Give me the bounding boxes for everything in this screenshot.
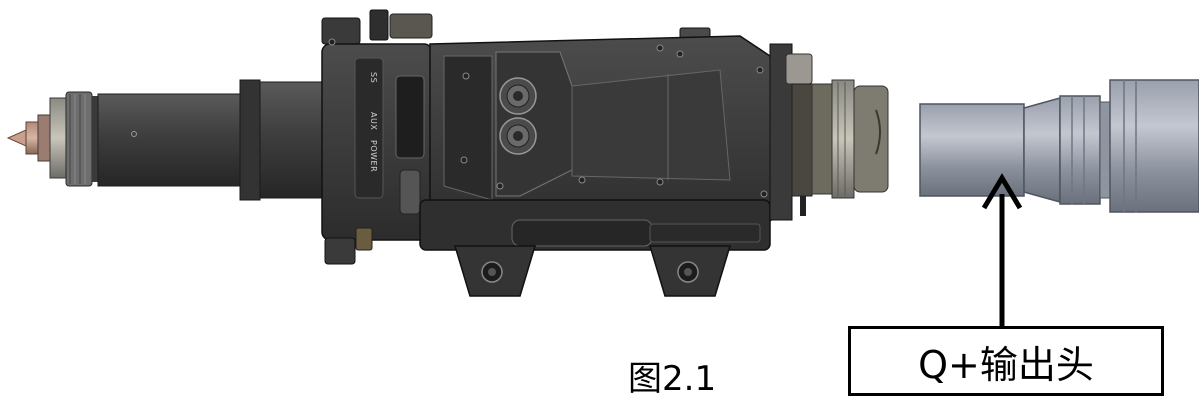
nozzle-tip: [6, 114, 51, 162]
callout-arrow: [981, 173, 1023, 328]
screws: [328, 38, 768, 248]
device-label-ss: SS: [369, 72, 378, 84]
q-plus-output-head: [919, 79, 1199, 213]
rear-connector: [769, 43, 889, 221]
figure-caption: 图2.1: [628, 359, 717, 399]
main-body: [321, 9, 781, 297]
device-label-power: POWER: [369, 140, 378, 173]
fitting-upper: [499, 77, 537, 115]
front-tube: [97, 79, 325, 201]
callout-label-box: Q+输出头: [848, 326, 1164, 396]
fitting-lower: [499, 117, 537, 155]
knurled-nut: [49, 91, 98, 187]
device-label-aux: AUX: [369, 112, 378, 131]
callout-label: Q+输出头: [918, 342, 1094, 387]
